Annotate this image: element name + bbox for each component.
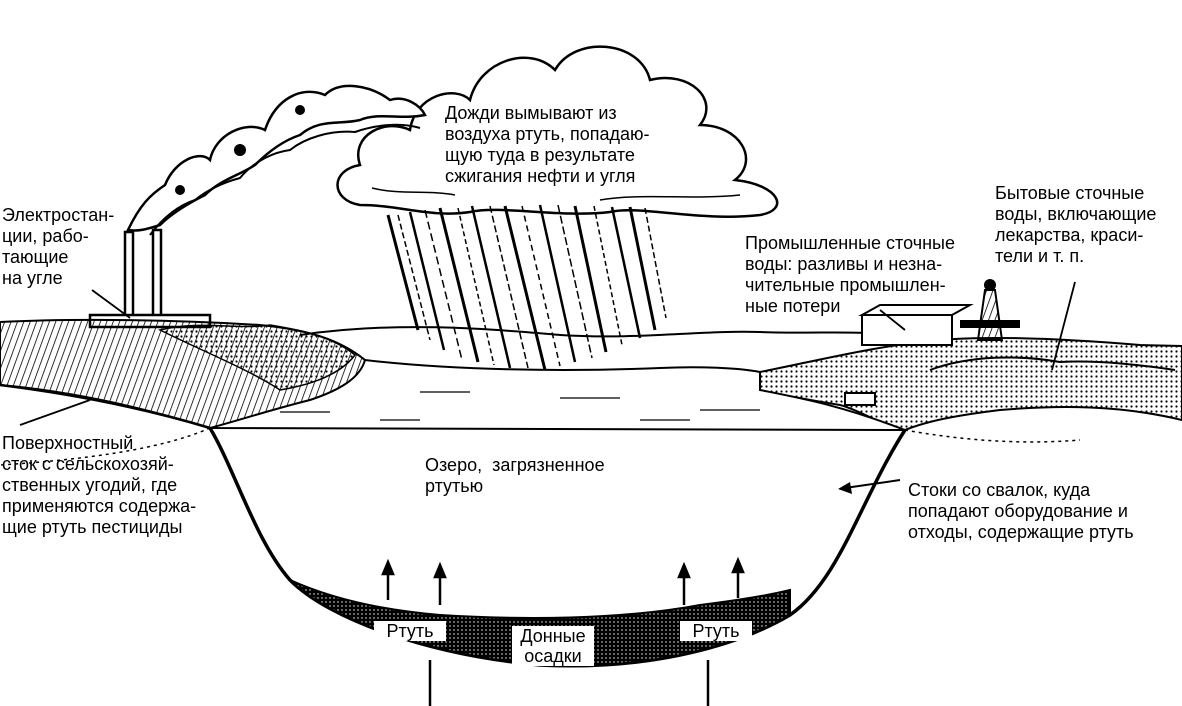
- runoff-pointer: [19, 399, 91, 426]
- landfill-arrow: [844, 479, 901, 489]
- landfill-line: отходы, содержащие ртуть: [908, 522, 1134, 542]
- industrial-line: чительные промышлен-: [745, 275, 946, 295]
- landfill-label: Стоки со свалок, куда попадают оборудова…: [908, 480, 1134, 543]
- mercury-left-text: Ртуть: [386, 621, 434, 641]
- industrial-line: воды: разливы и незна-: [745, 254, 943, 274]
- power-plants-label: Электростан- ции, рабо- тающие на угле: [2, 205, 114, 289]
- right-bank-texture: [904, 429, 1081, 443]
- lake-surface: [209, 358, 906, 431]
- household-line: лекарства, краси-: [995, 225, 1144, 245]
- mercury-right-box: Ртуть: [680, 621, 752, 641]
- mercury-left-box: Ртуть: [374, 621, 446, 641]
- sediments-line: осадки: [524, 646, 582, 666]
- industrial-line: Промышленные сточные: [745, 233, 955, 253]
- power-plants-line: ции, рабо-: [2, 226, 89, 246]
- power-plants-line: тающие: [2, 247, 69, 267]
- far-hills: [299, 326, 901, 338]
- smoke-plume: [126, 84, 427, 236]
- lake-line: ртутью: [425, 476, 484, 496]
- sediments-line: Донные: [520, 626, 586, 646]
- sediment-layer: [289, 579, 791, 667]
- runoff-line: сток с сельскохозяй-: [2, 454, 174, 474]
- household-line: Бытовые сточные: [995, 183, 1145, 203]
- household-line: тели и т. п.: [995, 246, 1085, 266]
- lake-label: Озеро, загрязненное ртутью: [425, 455, 605, 497]
- runoff-line: щие ртуть пестициды: [2, 517, 183, 537]
- runoff-line: применяются содержа-: [2, 496, 197, 516]
- runoff-line: Поверхностный: [2, 433, 134, 453]
- water-ripples: [280, 391, 760, 421]
- landfill-line: попадают оборудование и: [908, 501, 1128, 521]
- mercury-right-text: Ртуть: [692, 621, 740, 641]
- household-line: воды, включающие: [995, 204, 1157, 224]
- household-pointer: [1051, 281, 1076, 371]
- left-bank-texture: [0, 427, 211, 466]
- landfill-line: Стоки со свалок, куда: [908, 480, 1091, 500]
- rain-line: щую туда в результате: [445, 145, 635, 165]
- runoff-line: ственных угодий, где: [2, 475, 178, 495]
- power-plant-pointer: [91, 289, 131, 319]
- industrial-pointer: [879, 309, 906, 331]
- runoff-label: Поверхностный сток с сельскохозяй- ствен…: [2, 433, 196, 538]
- rain-line: Дожди вымывают из: [445, 103, 617, 123]
- rain-line: воздуха ртуть, попадаю-: [445, 124, 650, 144]
- lake-line: Озеро, загрязненное: [425, 455, 605, 475]
- rain-streaks: [386, 204, 667, 371]
- right-shore: [759, 279, 1182, 432]
- power-plants-line: на угле: [2, 268, 63, 288]
- industrial-label: Промышленные сточные воды: разливы и нез…: [745, 233, 955, 317]
- household-label: Бытовые сточные воды, включающие лекарст…: [995, 183, 1156, 267]
- left-shore: [0, 318, 367, 430]
- rain-line: сжигания нефти и угля: [445, 166, 636, 186]
- mercury-release-arrows: [381, 556, 745, 706]
- rain-label: Дожди вымывают из воздуха ртуть, попадаю…: [445, 103, 650, 187]
- sediments-box: Донные осадки: [512, 626, 594, 666]
- industrial-line: ные потери: [745, 296, 841, 316]
- power-plants-line: Электростан-: [2, 205, 115, 225]
